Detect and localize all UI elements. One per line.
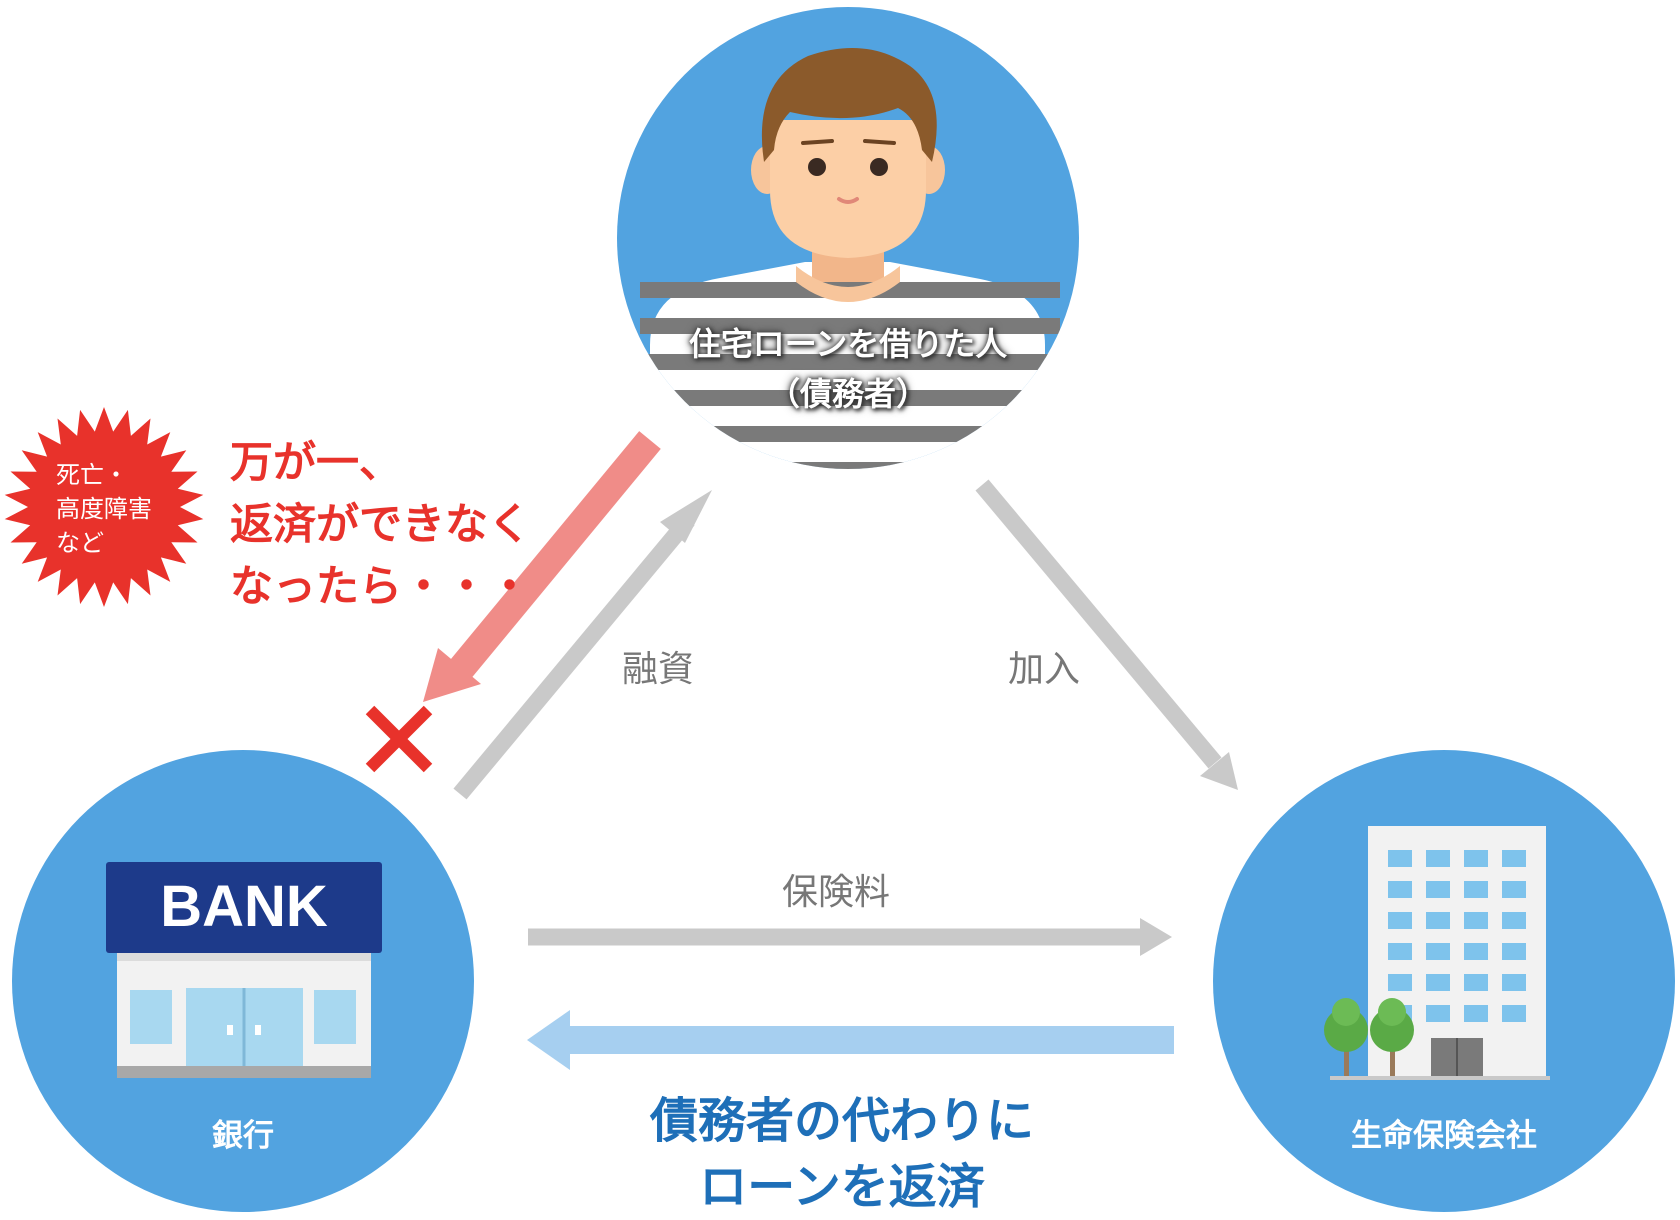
office-window [1388,912,1412,929]
warning-text: 万が一、 返済ができなく なったら・・・ [230,432,531,618]
bank-label: 銀行 [212,1118,274,1154]
office-window [1388,850,1412,867]
office-window [1502,850,1526,867]
burst-label-line1: 死亡・ [56,461,128,489]
burst-label-line2: 高度障害 [56,495,152,523]
office-window [1502,912,1526,929]
office-window [1426,850,1450,867]
premium-arrow [528,918,1172,956]
premium-label: 保険料 [782,872,891,913]
warning-line2: 返済ができなく [230,500,531,550]
office-window [1426,881,1450,898]
loan-arrow [453,490,712,800]
office-window [1502,943,1526,960]
repayment-text: 債務者の代わりに ローンを返済 [592,1088,1092,1220]
office-window [1426,943,1450,960]
join-label: 加入 [1008,649,1081,690]
office-building-icon [1324,826,1550,1080]
repayment-arrow [527,1010,1174,1070]
office-window [1502,881,1526,898]
loan-label: 融資 [622,649,695,690]
repayment-line2: ローンを返済 [699,1159,985,1215]
bank-node [12,750,474,1212]
office-window [1464,912,1488,929]
warning-line3: なったら・・・ [230,562,531,612]
failed-repayment-arrow [423,431,661,702]
repayment-line1: 債務者の代わりに [649,1093,1034,1149]
office-window [1388,943,1412,960]
office-window [1388,974,1412,991]
office-window [1464,881,1488,898]
office-window [1426,974,1450,991]
burst-label-line3: など [56,529,104,557]
borrower-label: 住宅ローンを借りた人 （債務者） [648,319,1048,419]
office-window [1426,912,1450,929]
insurer-label: 生命保険会社 [1351,1118,1537,1154]
burst-icon [4,407,204,607]
bank-sign-text: BANK [160,874,328,939]
office-window [1502,1005,1526,1022]
office-window [1502,974,1526,991]
burst-label: 死亡・ 高度障害 など [56,458,152,560]
insurer-node [1213,750,1675,1212]
bank-building-icon [106,862,382,1078]
office-window [1464,974,1488,991]
borrower-node [617,7,1079,469]
borrower-label-line2: （債務者） [767,375,928,413]
cross-icon [365,705,433,773]
join-arrow [975,479,1238,790]
borrower-label-line1: 住宅ローンを借りた人 [688,325,1008,363]
office-window [1464,943,1488,960]
warning-line1: 万が一、 [230,438,402,488]
office-window [1464,850,1488,867]
office-window [1464,1005,1488,1022]
person-icon [640,48,1060,469]
office-window [1388,881,1412,898]
bank-sign [106,862,382,953]
office-window [1426,1005,1450,1022]
